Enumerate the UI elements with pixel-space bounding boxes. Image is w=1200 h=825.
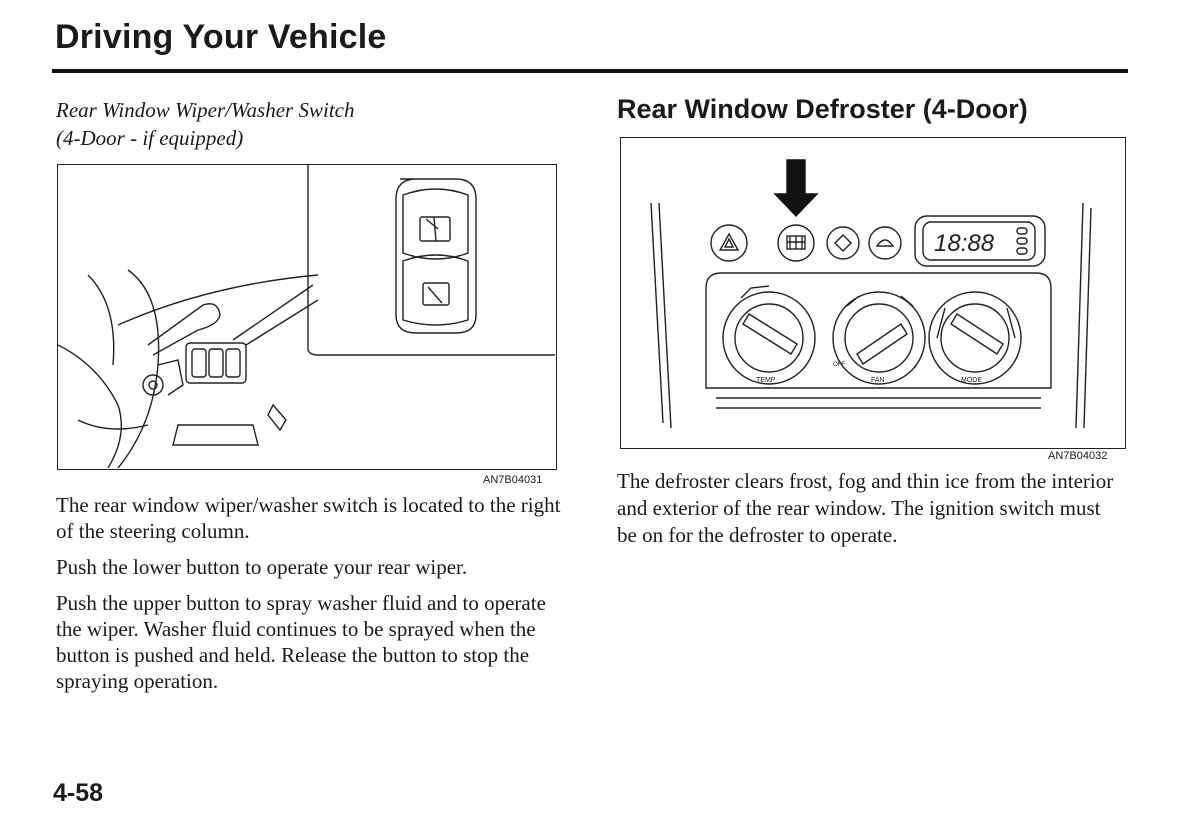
- page-number: 4-58: [53, 779, 104, 807]
- fan-off-label: OFF: [833, 362, 845, 368]
- wiper-section-body: The rear window wiper/washer switch is l…: [56, 492, 566, 704]
- defroster-figure: 18:88 OFF TEMP FAN MODE: [620, 137, 1126, 449]
- fan-knob-label: FAN: [871, 377, 885, 384]
- fan-knob: [832, 291, 926, 385]
- body-paragraph: Push the lower button to operate your re…: [56, 555, 468, 579]
- clock-display: 18:88: [934, 230, 995, 257]
- body-paragraph: The defroster clears frost, fog and thin…: [617, 469, 1114, 547]
- mode-knob: [928, 291, 1022, 385]
- header-rule: [52, 69, 1128, 73]
- wiper-section-subtitle: Rear Window Wiper/Washer Switch (4-Door …: [56, 96, 354, 152]
- temp-knob: [722, 285, 816, 385]
- defroster-panel-illustration: 18:88 OFF TEMP FAN MODE: [650, 159, 1092, 429]
- arrow-down-icon: [773, 159, 819, 218]
- wiper-switch-illustration: [58, 165, 555, 468]
- rear-defroster-button: [777, 224, 815, 262]
- temp-knob-label: TEMP: [756, 377, 776, 384]
- defroster-section-title: Rear Window Defroster (4-Door): [617, 94, 1028, 124]
- body-paragraph: The rear window wiper/washer switch is l…: [56, 493, 561, 543]
- defroster-section-body: The defroster clears frost, fog and thin…: [617, 468, 1117, 549]
- subtitle-line-2: (4-Door - if equipped): [56, 126, 244, 150]
- page-header-title: Driving Your Vehicle: [55, 18, 387, 56]
- left-figure-code: AN7B04031: [483, 474, 543, 486]
- mode-knob-label: MODE: [961, 377, 982, 384]
- wiper-switch-figure: [57, 164, 557, 470]
- right-figure-code: AN7B04032: [1048, 450, 1108, 462]
- subtitle-line-1: Rear Window Wiper/Washer Switch: [56, 98, 355, 122]
- body-paragraph: Push the upper button to spray washer fl…: [56, 591, 546, 693]
